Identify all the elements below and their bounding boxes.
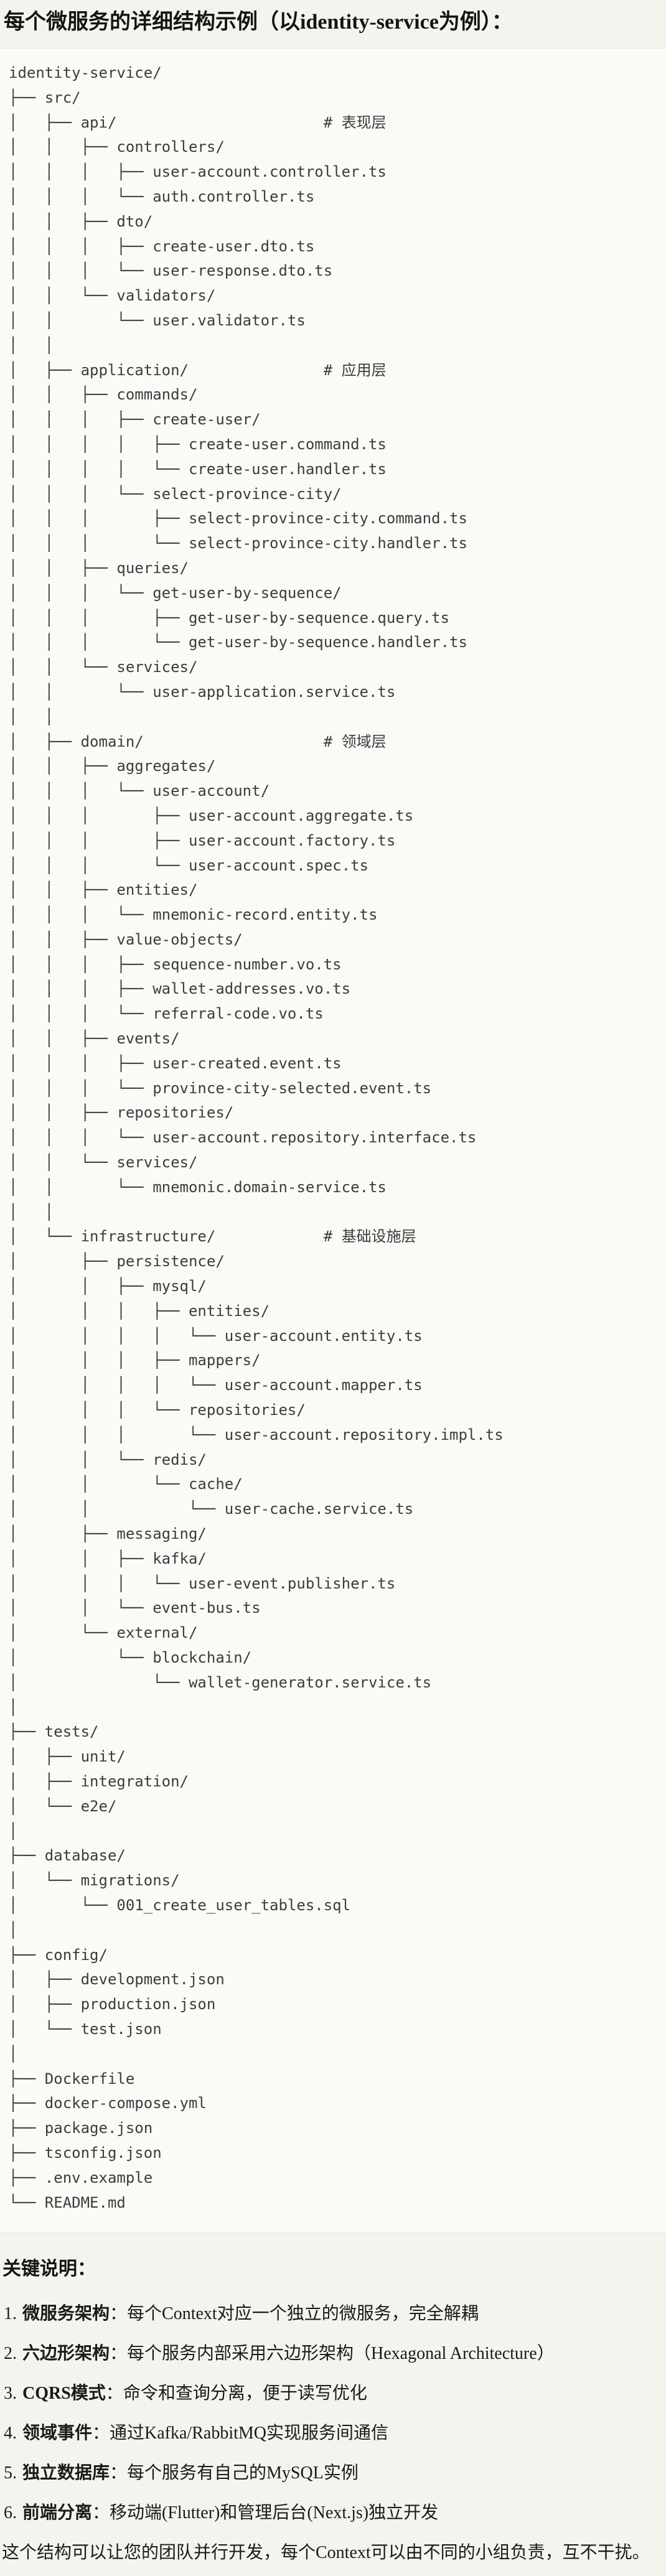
list-item-separator: ： bbox=[105, 2384, 123, 2404]
list-item: 5.独立数据库：每个服务有自己的MySQL实例 bbox=[4, 2461, 662, 2486]
list-item-number: 4. bbox=[4, 2424, 17, 2443]
message-content: 每个微服务的详细结构示例（以identity-service为例）： ident… bbox=[0, 9, 666, 2576]
list-item-label: 微服务架构 bbox=[22, 2304, 110, 2324]
list-item: 4. 领域事件：通过Kafka/RabbitMQ实现服务间通信 bbox=[4, 2421, 662, 2446]
list-item: 2.六边形架构：每个服务内部采用六边形架构（Hexagonal Architec… bbox=[4, 2341, 662, 2366]
list-item-label: CQRS模式 bbox=[22, 2384, 106, 2404]
list-item-text: 通过Kafka/RabbitMQ实现服务间通信 bbox=[110, 2424, 388, 2443]
list-item-text: 每个服务有自己的MySQL实例 bbox=[127, 2463, 359, 2483]
list-item: 3.CQRS模式：命令和查询分离，便于读写优化 bbox=[4, 2381, 662, 2406]
list-item-separator: ： bbox=[110, 2344, 128, 2364]
list-item-separator: ： bbox=[110, 2463, 128, 2483]
page-title: 每个微服务的详细结构示例（以identity-service为例）： bbox=[4, 11, 513, 34]
key-points-heading: 关键说明： bbox=[2, 2259, 96, 2280]
list-item-number: 1. bbox=[4, 2304, 17, 2324]
list-item-number: 2. bbox=[4, 2344, 17, 2364]
list-item-number: 5. bbox=[4, 2463, 17, 2483]
list-item-text: 命令和查询分离，便于读写优化 bbox=[123, 2384, 367, 2404]
list-item-separator: ： bbox=[92, 2503, 110, 2523]
list-item-number: 3. bbox=[4, 2384, 17, 2404]
list-item-text: 每个服务内部采用六边形架构（Hexagonal Architecture） bbox=[127, 2344, 555, 2364]
closing-paragraph: 这个结构可以让您的团队并行开发，每个Context可以由不同的小组负责，互不干扰… bbox=[2, 2543, 650, 2563]
list-item-separator: ： bbox=[110, 2304, 128, 2324]
list-item-label: 领域事件 bbox=[22, 2424, 93, 2443]
code-block: identity-service/ ├── src/ │ ├── api/ # … bbox=[0, 48, 666, 2234]
list-item-label: 前端分离 bbox=[22, 2503, 93, 2523]
list-item-label: 六边形架构 bbox=[22, 2344, 110, 2364]
list-item-number: 6. bbox=[4, 2503, 17, 2523]
list-item: 1.微服务架构：每个Context对应一个独立的微服务，完全解耦 bbox=[4, 2302, 662, 2326]
list-item-label: 独立数据库 bbox=[22, 2463, 110, 2483]
key-points-list: 1.微服务架构：每个Context对应一个独立的微服务，完全解耦 2.六边形架构… bbox=[4, 2302, 662, 2526]
list-item-separator: ： bbox=[92, 2424, 110, 2443]
list-item-text: 每个Context对应一个独立的微服务，完全解耦 bbox=[127, 2304, 479, 2324]
list-item: 6.前端分离：移动端(Flutter)和管理后台(Next.js)独立开发 bbox=[4, 2501, 662, 2526]
file-tree: identity-service/ ├── src/ │ ├── api/ # … bbox=[9, 64, 504, 2211]
list-item-text: 移动端(Flutter)和管理后台(Next.js)独立开发 bbox=[110, 2503, 439, 2523]
